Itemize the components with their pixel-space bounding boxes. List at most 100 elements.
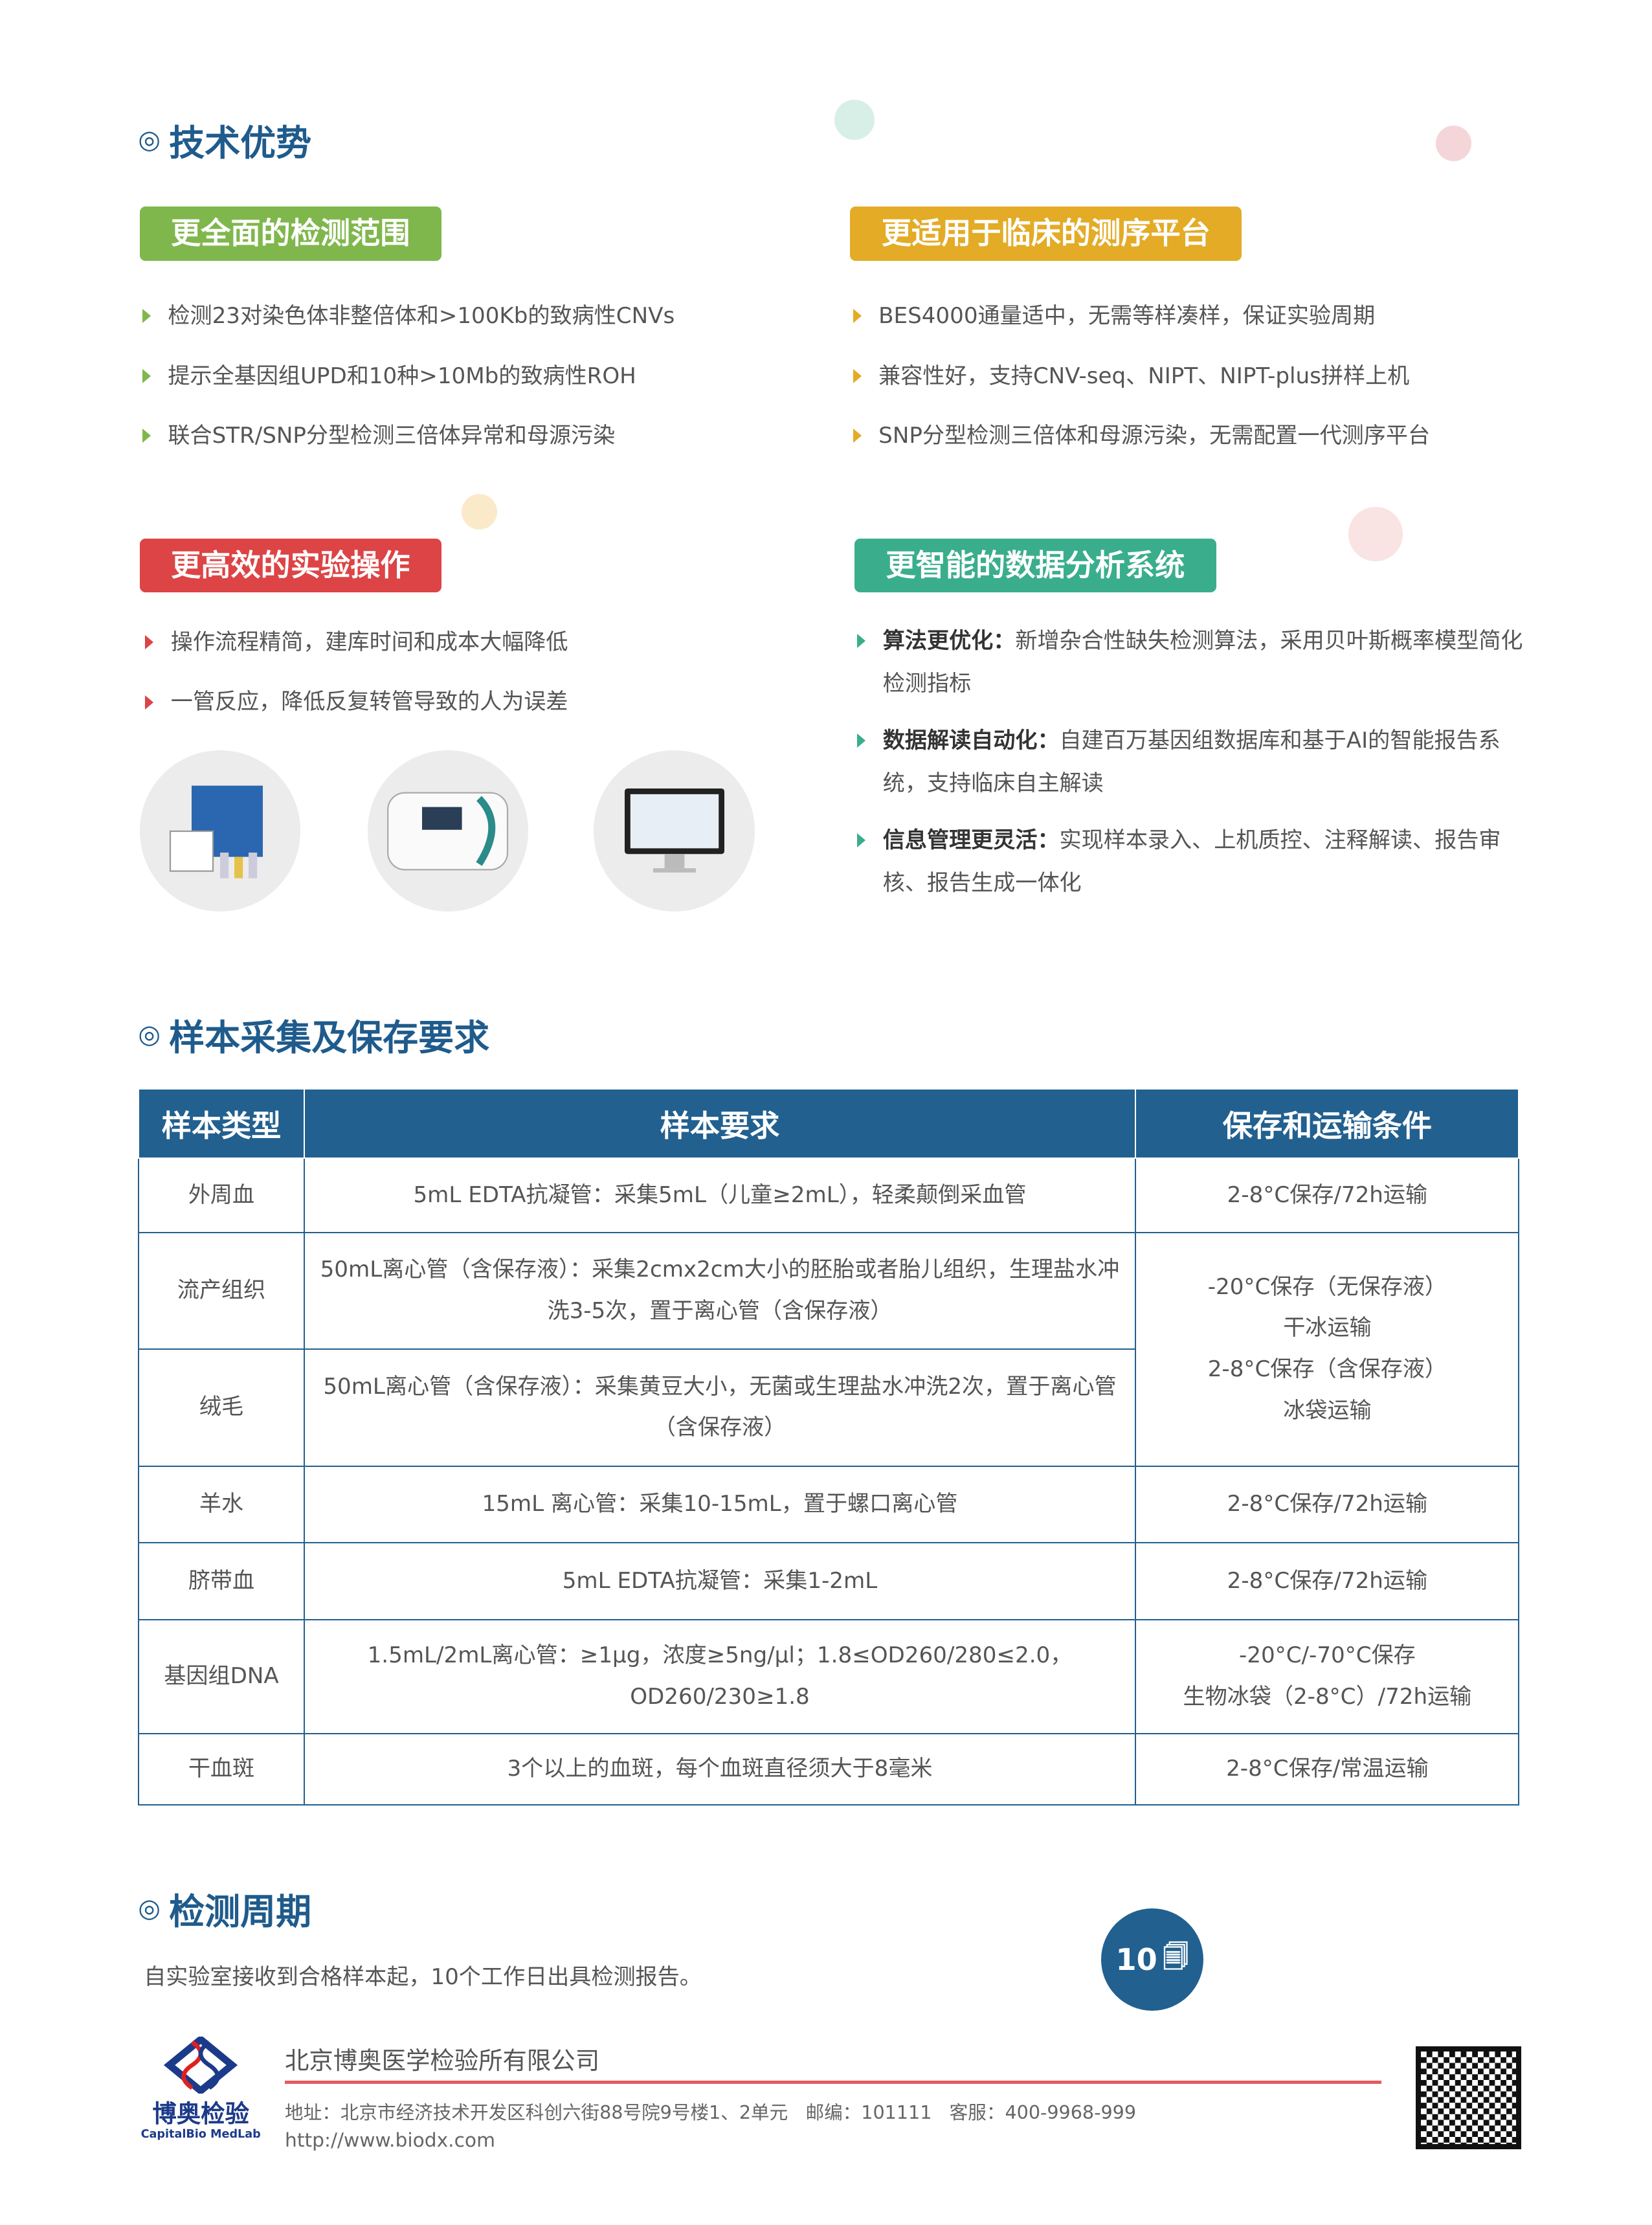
report-icon: 🗐: [1163, 1941, 1189, 1972]
list-item: 算法更优化：新增杂合性缺失检测算法，采用贝叶斯概率模型简化检测指标: [854, 620, 1524, 705]
section-title-samples: ◎ 样本采集及保存要求: [138, 1009, 489, 1060]
cell: 2-8°C保存/常温运输: [1135, 1733, 1520, 1806]
item-text: 提示全基因组UPD和10种>10Mb的致病性ROH: [168, 363, 636, 389]
cell: 5mL EDTA抗凝管：采集1-2mL: [303, 1542, 1137, 1621]
cell: 流产组织: [138, 1231, 305, 1350]
triangle-bullet-icon: [142, 368, 151, 383]
title-text: 检测周期: [169, 1891, 312, 1933]
triangle-bullet-icon: [145, 695, 154, 710]
triangle-bullet-icon: [142, 429, 151, 443]
list-item: SNP分型检测三倍体和母源污染，无需配置一代测序平台: [850, 420, 1430, 451]
item-text: BES4000通量适中，无需等样凑样，保证实验周期: [878, 303, 1376, 330]
reagent-kit-image: [139, 750, 301, 911]
cell: 15mL 离心管：采集10-15mL，置于螺口离心管: [303, 1465, 1137, 1544]
triangle-bullet-icon: [142, 309, 151, 324]
section-title-advantages: ◎技术优势: [138, 114, 311, 166]
cell: 基因组DNA: [138, 1619, 305, 1735]
item-desc: 自建百万基因组数据库和基于AI的智能报告系统，支持临床自主解读: [882, 728, 1501, 796]
tag-operation: 更高效的实验操作: [139, 538, 441, 593]
list-item: 兼容性好，支持CNV-seq、NIPT、NIPT-plus拼样上机: [850, 361, 1430, 392]
cell-line: 冰袋运输: [1283, 1397, 1372, 1424]
list-item: 提示全基因组UPD和10种>10Mb的致病性ROH: [140, 361, 675, 392]
ring-icon: ◎: [138, 1894, 161, 1924]
list-item: 操作流程精简，建库时间和成本大幅降低: [142, 627, 568, 658]
section-title-cycle: ◎ 检测周期: [138, 1883, 311, 1934]
triangle-bullet-icon: [857, 634, 866, 648]
cell-line: 生物冰袋（2-8°C）/72h运输: [1183, 1684, 1472, 1710]
cell-line: -20°C保存（无保存液）: [1207, 1273, 1447, 1300]
logo-en: CapitalBio MedLab: [140, 2128, 261, 2141]
title-text: 样本采集及保存要求: [169, 1016, 490, 1058]
item-text: 操作流程精简，建库时间和成本大幅降低: [170, 629, 568, 655]
dna-storage-cell: -20°C/-70°C保存生物冰袋（2-8°C）/72h运输: [1135, 1619, 1520, 1735]
cell: 2-8°C保存/72h运输: [1135, 1542, 1520, 1621]
item-text: 信息管理更灵活：实现样本录入、上机质控、注释解读、报告审核、报告生成一体化: [883, 819, 1524, 904]
item-text: 检测23对染色体非整倍体和>100Kb的致病性CNVs: [168, 303, 675, 330]
item-text: SNP分型检测三倍体和母源污染，无需配置一代测序平台: [878, 423, 1431, 449]
cell: 2-8°C保存/72h运输: [1135, 1465, 1520, 1544]
company-name: 北京博奥医学检验所有限公司: [285, 2046, 600, 2075]
company-logo: 博奥检验 CapitalBio MedLab: [140, 2035, 262, 2141]
list-analysis: 算法更优化：新增杂合性缺失检测算法，采用贝叶斯概率模型简化检测指标 数据解读自动…: [854, 620, 1524, 919]
list-item: BES4000通量适中，无需等样凑样，保证实验周期: [850, 300, 1430, 331]
list-item: 一管反应，降低反复转管导致的人为误差: [142, 686, 568, 717]
decor-dot: [1435, 125, 1471, 161]
item-text: 兼容性好，支持CNV-seq、NIPT、NIPT-plus拼样上机: [878, 363, 1410, 389]
cell-line: 2-8°C保存（含保存液）: [1207, 1356, 1447, 1383]
header-cell: 保存和运输条件: [1135, 1088, 1520, 1159]
computer-monitor-image: [594, 750, 755, 911]
list-item: 检测23对染色体非整倍体和>100Kb的致病性CNVs: [140, 300, 675, 331]
cell-line: 干冰运输: [1283, 1315, 1372, 1341]
cell: 脐带血: [138, 1542, 305, 1621]
list-item: 数据解读自动化：自建百万基因组数据库和基于AI的智能报告系统，支持临床自主解读: [854, 719, 1524, 805]
list-range: 检测23对染色体非整倍体和>100Kb的致病性CNVs 提示全基因组UPD和10…: [140, 300, 675, 480]
header-cell: 样本类型: [138, 1088, 305, 1159]
decor-dot: [461, 494, 497, 530]
item-key: 算法更优化：: [882, 628, 1016, 654]
list-item: 联合STR/SNP分型检测三倍体异常和母源污染: [140, 420, 675, 451]
cell: 2-8°C保存/72h运输: [1135, 1157, 1520, 1233]
item-key: 数据解读自动化：: [882, 728, 1060, 754]
days-number: 10: [1115, 1942, 1157, 1978]
triangle-bullet-icon: [853, 368, 862, 383]
cell: 50mL离心管（含保存液）：采集黄豆大小，无菌或生理盐水冲洗2次，置于离心管（含…: [303, 1348, 1137, 1467]
cell: 绒毛: [138, 1348, 305, 1467]
list-platform: BES4000通量适中，无需等样凑样，保证实验周期 兼容性好，支持CNV-seq…: [850, 300, 1430, 480]
qr-code: [1415, 2046, 1521, 2149]
item-key: 信息管理更灵活：: [882, 827, 1060, 853]
tag-platform: 更适用于临床的测序平台: [850, 207, 1242, 261]
cell: 外周血: [138, 1157, 305, 1233]
merged-storage-cell: -20°C保存（无保存液） 干冰运输 2-8°C保存（含保存液） 冰袋运输: [1135, 1231, 1520, 1467]
cell: 1.5mL/2mL离心管：≥1μg，浓度≥5ng/μl；1.8≤OD260/28…: [303, 1619, 1137, 1735]
ring-icon: ◎: [138, 1019, 161, 1049]
item-text: 联合STR/SNP分型检测三倍体异常和母源污染: [168, 423, 616, 449]
company-address: 地址：北京市经济技术开发区科创六街88号院9号楼1、2单元 邮编：101111 …: [285, 2101, 1137, 2123]
company-url[interactable]: http://www.biodx.com: [285, 2129, 496, 2152]
item-text: 一管反应，降低反复转管导致的人为误差: [170, 689, 568, 715]
days-badge: 10🗐: [1100, 1908, 1203, 2011]
header-cell: 样本要求: [303, 1088, 1137, 1159]
triangle-bullet-icon: [857, 833, 866, 847]
triangle-bullet-icon: [145, 635, 154, 650]
list-operation: 操作流程精简，建库时间和成本大幅降低 一管反应，降低反复转管导致的人为误差: [142, 627, 568, 746]
logo-helix-icon: [164, 2035, 238, 2096]
cell: 50mL离心管（含保存液）：采集2cmx2cm大小的胚胎或者胎儿组织，生理盐水冲…: [303, 1231, 1137, 1350]
item-text: 数据解读自动化：自建百万基因组数据库和基于AI的智能报告系统，支持临床自主解读: [883, 719, 1524, 805]
tag-analysis: 更智能的数据分析系统: [854, 538, 1216, 593]
logo-cn: 博奥检验: [152, 2099, 249, 2128]
cycle-text: 自实验室接收到合格样本起，10个工作日出具检测报告。: [144, 1964, 702, 1990]
triangle-bullet-icon: [853, 309, 862, 324]
sequencer-image: [367, 750, 529, 911]
cell: 5mL EDTA抗凝管：采集5mL（儿童≥2mL），轻柔颠倒采血管: [303, 1157, 1137, 1233]
cell-line: -20°C/-70°C保存: [1239, 1642, 1416, 1669]
item-text: 算法更优化：新增杂合性缺失检测算法，采用贝叶斯概率模型简化检测指标: [883, 620, 1524, 705]
item-desc: 实现样本录入、上机质控、注释解读、报告审核、报告生成一体化: [882, 827, 1501, 896]
cell: 羊水: [138, 1465, 305, 1544]
decor-dot: [834, 100, 875, 140]
